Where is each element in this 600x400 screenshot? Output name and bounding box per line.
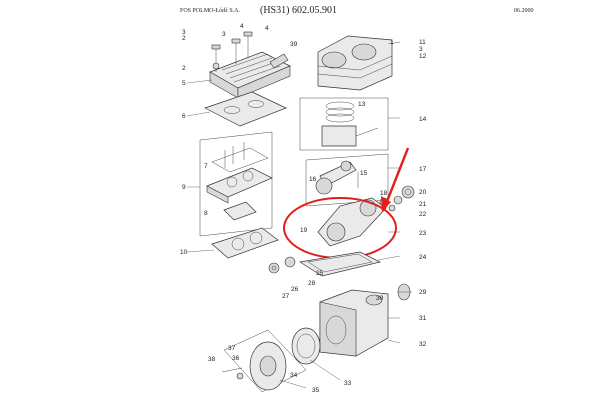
callout-2: 2 [182,35,186,42]
callout-6: 6 [182,113,186,120]
callout-8: 8 [204,210,208,217]
end-cover-35 [223,329,307,393]
cylinder-block [317,35,393,91]
callout-38: 38 [208,356,216,363]
callout-labels: 1 2 3 4 5 6 7 8 9 10 11 12 13 14 15 16 1… [180,23,427,394]
cover-bolts [211,31,253,72]
head-gasket [204,91,287,127]
callout-3: 3 [182,29,186,36]
callout-19: 19 [300,227,308,234]
callout-12: 12 [419,53,427,60]
callout-25: 25 [316,270,324,277]
small-parts-37-38 [221,367,244,380]
callout-14: 14 [419,116,427,123]
document-date: 06.2000 [514,8,534,14]
piston-group [299,97,389,151]
callout-13: 13 [358,101,366,108]
callout-9: 9 [182,184,186,191]
callout-37: 37 [228,345,236,352]
callout-4-top: 4 [240,23,244,30]
callout-27: 27 [282,293,290,300]
callout-10: 10 [180,249,188,256]
callout-5: 5 [182,80,186,87]
cylinder-head-cover [209,51,291,99]
callout-16: 16 [309,176,317,183]
callout-39: 39 [290,41,298,48]
callout-28: 28 [308,280,316,287]
crankcase [319,289,389,357]
crankcase-gasket-33 [291,327,321,365]
callout-3-right: 3 [419,46,423,53]
callout-24: 24 [419,254,427,261]
fitting-39 [269,53,289,69]
valve-plate-group [199,131,273,237]
document-title: (HS31) 602.05.901 [260,5,337,16]
callout-1: 1 [390,39,394,46]
callout-15: 15 [360,170,368,177]
callout-36: 36 [232,355,240,362]
callout-31: 31 [419,315,427,322]
callout-7: 7 [204,163,208,170]
crankcase-gasket [299,251,382,277]
callout-34: 34 [290,372,298,379]
callout-20: 20 [419,189,427,196]
callout-11: 11 [419,39,426,46]
callout-33: 33 [344,380,352,387]
small-parts-26-27 [268,256,296,274]
callout-22: 22 [419,211,427,218]
callout-2-lower: 2 [182,65,186,72]
callout-29: 29 [419,289,427,296]
valve-plate-gasket [211,227,279,259]
leader-lines [186,41,412,389]
callout-17: 17 [419,166,427,173]
callout-21: 21 [419,201,427,208]
callout-3-top: 3 [222,31,226,38]
callout-18: 18 [380,190,388,197]
callout-4: 4 [265,25,269,32]
connecting-rod-group [305,153,389,207]
callout-23: 23 [419,230,427,237]
bearing-parts-20-22 [388,185,415,212]
document-company: FOS POLMO-Łódź S.A. [180,8,241,14]
callout-26: 26 [291,286,299,293]
callout-32: 32 [419,341,427,348]
callout-30: 30 [376,295,384,302]
callout-35: 35 [312,387,320,394]
